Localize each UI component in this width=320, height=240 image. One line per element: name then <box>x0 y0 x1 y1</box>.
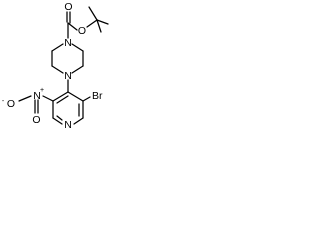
bond-pyridine-inner-top-left <box>56 95 69 104</box>
bond-pyridine-n-c6 <box>52 117 63 125</box>
bond-tbu-methyl-right <box>96 19 109 25</box>
piperazine-n-bottom-label: N <box>64 70 72 82</box>
bond-tbu-methyl-top <box>88 6 98 21</box>
atom-labels: O O N N Br N + O - O N <box>2 1 103 131</box>
ester-oxygen-label: O <box>78 25 86 37</box>
bond-pyridine-c2-n <box>73 117 84 125</box>
nitro-nitrogen-label: N <box>33 90 41 102</box>
nitro-oxygen-label: O <box>7 98 15 110</box>
pyridine-nitrogen-label: N <box>64 119 72 131</box>
piperazine-n-top-label: N <box>64 37 72 49</box>
bond-ester-oxygen-to-carbonyl <box>67 22 78 31</box>
bromine-label: Br <box>92 90 103 102</box>
bond-pyridine-inner-bottom-left <box>56 115 63 121</box>
bond-piperazine-n-top-right <box>71 43 84 52</box>
bond-piperazine-right-n-bottom <box>71 65 84 74</box>
nitro-oxygen-double-label: O <box>32 114 40 126</box>
bond-pyridine-c4-c3 <box>67 91 84 102</box>
bond-piperazine-left-n-top <box>51 43 64 52</box>
nitro-positive-charge: + <box>40 87 44 94</box>
bond-pyridine-c5-c4 <box>52 91 69 102</box>
bond-c5-to-nitro-n <box>42 95 54 102</box>
chemical-structure: O O N N Br N + O - O N <box>2 1 109 131</box>
bond-tbu-methyl-bottom <box>96 19 102 33</box>
carbonyl-oxygen-label: O <box>64 1 72 13</box>
bond-c3-to-bromine <box>82 96 91 102</box>
nitro-negative-charge: - <box>2 98 5 105</box>
bond-tbu-to-ester-oxygen <box>86 19 98 28</box>
bonds <box>18 6 109 125</box>
bond-piperazine-n-bottom-left <box>51 65 64 74</box>
bond-nitro-n-to-o-minus <box>18 95 32 102</box>
